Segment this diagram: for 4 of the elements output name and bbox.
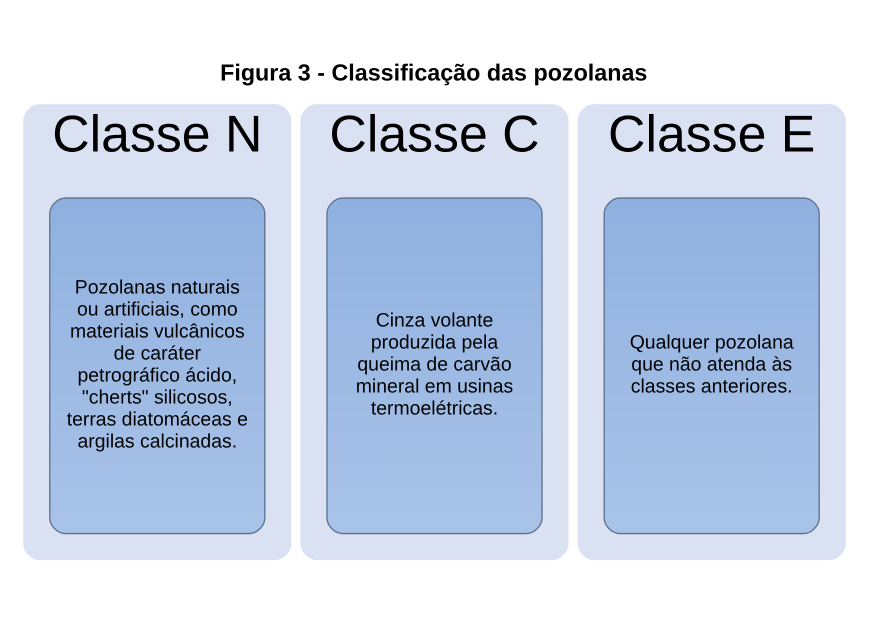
node-box: Pozolanas naturais ou artificiais, como materiais vulcânicos de caráter petrográfico ácido, "cherts" silicosos, terras diatomáceas e argilas calcinadas.: [49, 197, 266, 534]
node-box: Cinza volante produzida pela queima de carvão mineral em usinas termoelétricas.: [326, 197, 543, 534]
diagram-title: Figura 3 - Classificação das pozolanas: [220, 60, 648, 86]
node-box: Qualquer pozolana que não atenda às classes anteriores.: [604, 197, 820, 534]
